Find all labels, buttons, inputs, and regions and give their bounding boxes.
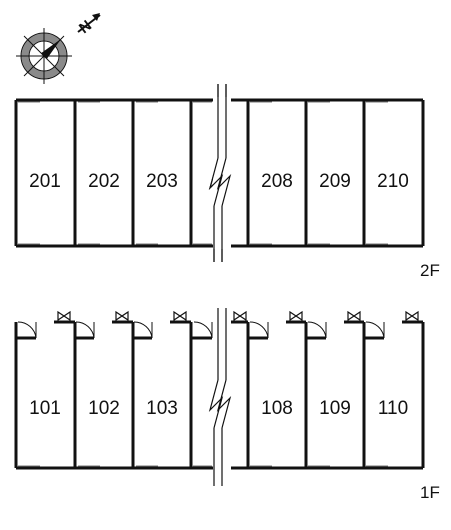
unit-209: 209 [319,171,351,192]
unit-102: 102 [88,398,120,419]
unit-210: 210 [377,171,409,192]
unit-203: 203 [146,171,178,192]
door-icons-1f [17,310,419,467]
break-zigzag-2f [208,84,232,262]
compass-rose-icon [16,28,72,84]
unit-101: 101 [29,398,61,419]
floor-1f-walls [14,320,425,470]
unit-201: 201 [29,171,61,192]
unit-202: 202 [88,171,120,192]
floor-2f-walls [14,98,425,248]
north-arrow-icon [77,13,101,33]
floor-label-1f: 1F [420,483,440,502]
floor-label-2f: 2F [420,261,440,280]
unit-108: 108 [261,398,293,419]
unit-103: 103 [146,398,178,419]
unit-110: 110 [378,398,408,419]
unit-109: 109 [319,398,351,419]
unit-208: 208 [261,171,293,192]
break-line-1f [208,308,232,486]
